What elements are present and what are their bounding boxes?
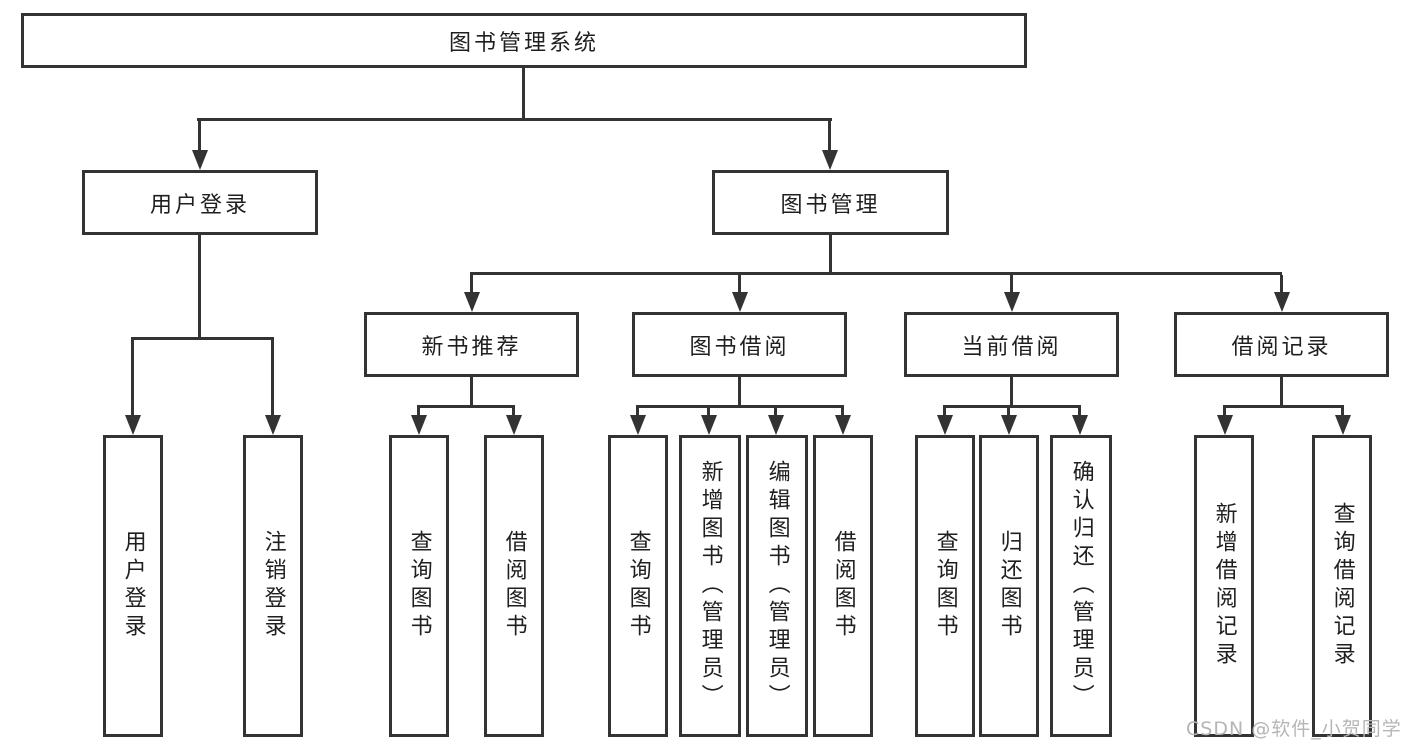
connector-records-stem — [1280, 376, 1283, 408]
connector-book-management-stem — [829, 234, 832, 275]
node-label: 借阅记录 — [1231, 334, 1332, 360]
arrow-to-borrow-books-recommend — [512, 408, 515, 415]
watermark: CSDN @软件_小贺同学 — [1186, 718, 1402, 740]
leaf-edit-book-admin: 编辑图书（管理员） — [746, 435, 808, 737]
node-current-borrowing: 当前借阅 — [904, 312, 1119, 377]
node-book-management: 图书管理 — [712, 170, 949, 235]
node-label: 用户登录 — [149, 192, 250, 218]
arrow-to-borrowing-records — [1280, 275, 1283, 292]
leaf-query-books-borrowing: 查询图书 — [608, 435, 668, 737]
leaf-logout: 注销登录 — [243, 435, 303, 737]
arrow-to-borrow-books-borrowing — [841, 408, 844, 415]
connector-root-stem — [522, 68, 525, 121]
leaf-query-books-current: 查询图书 — [915, 435, 975, 737]
arrow-to-leaf-logout — [271, 340, 274, 415]
connector-recommend-stem — [470, 376, 473, 408]
node-label: 借阅图书 — [501, 530, 527, 642]
arrow-to-query-books-recommend — [417, 408, 420, 415]
arrow-to-new-book-recommend — [470, 275, 473, 292]
leaf-confirm-return-admin: 确认归还（管理员） — [1050, 435, 1112, 737]
node-label: 图书借阅 — [689, 334, 790, 360]
leaf-add-book-admin: 新增图书（管理员） — [679, 435, 741, 737]
leaf-add-borrow-record: 新增借阅记录 — [1194, 435, 1254, 737]
leaf-return-book: 归还图书 — [979, 435, 1039, 737]
node-library-management-system: 图书管理系统 — [21, 13, 1027, 68]
connector-level3-branch — [470, 272, 1282, 275]
connector-user-login-stem — [198, 234, 201, 340]
node-label: 查询图书 — [932, 530, 958, 642]
connector-group5-branch — [1223, 405, 1344, 408]
node-label: 用户登录 — [120, 530, 146, 642]
arrow-to-user-login — [198, 121, 201, 150]
leaf-query-books-recommend: 查询图书 — [389, 435, 449, 737]
node-book-borrowing: 图书借阅 — [632, 312, 847, 377]
arrow-to-add-borrow-record — [1223, 408, 1226, 415]
node-label: 新书推荐 — [421, 334, 522, 360]
arrow-to-edit-book-admin — [774, 408, 777, 415]
connector-group4-branch — [943, 405, 1081, 408]
arrow-to-leaf-user-login — [131, 340, 134, 415]
node-label: 图书管理 — [780, 192, 881, 218]
node-label: 当前借阅 — [961, 334, 1062, 360]
connector-group3-branch — [636, 405, 844, 408]
leaf-query-borrow-record: 查询借阅记录 — [1312, 435, 1372, 737]
node-new-book-recommend: 新书推荐 — [364, 312, 579, 377]
arrow-to-confirm-return-admin — [1078, 408, 1081, 415]
connector-group2-branch — [417, 405, 515, 408]
arrow-to-book-management — [828, 121, 831, 150]
arrow-to-query-borrow-record — [1341, 408, 1344, 415]
node-label: 查询图书 — [625, 530, 651, 642]
leaf-user-login: 用户登录 — [103, 435, 163, 737]
node-label: 查询借阅记录 — [1329, 502, 1355, 670]
node-borrowing-records: 借阅记录 — [1174, 312, 1389, 377]
node-label: 查询图书 — [406, 530, 432, 642]
node-label: 新增图书（管理员） — [697, 460, 723, 712]
node-label: 借阅图书 — [830, 530, 856, 642]
node-label: 归还图书 — [996, 530, 1022, 642]
leaf-borrow-books-borrowing: 借阅图书 — [813, 435, 873, 737]
node-label: 确认归还（管理员） — [1068, 460, 1094, 712]
leaf-borrow-books-recommend: 借阅图书 — [484, 435, 544, 737]
connector-group1-branch — [131, 337, 274, 340]
connector-borrowing-stem — [738, 376, 741, 408]
arrow-to-return-book — [1007, 408, 1010, 415]
arrow-to-query-books-borrowing — [636, 408, 639, 415]
node-label: 编辑图书（管理员） — [764, 460, 790, 712]
node-label: 新增借阅记录 — [1211, 502, 1237, 670]
arrow-to-query-books-current — [943, 408, 946, 415]
node-user-login: 用户登录 — [82, 170, 318, 235]
arrow-to-current-borrowing — [1010, 275, 1013, 292]
node-label: 注销登录 — [260, 530, 286, 642]
connector-level2-branch — [197, 118, 832, 121]
node-label: 图书管理系统 — [448, 30, 599, 56]
arrow-to-add-book-admin — [707, 408, 710, 415]
connector-current-stem — [1010, 376, 1013, 408]
arrow-to-book-borrowing — [738, 275, 741, 292]
